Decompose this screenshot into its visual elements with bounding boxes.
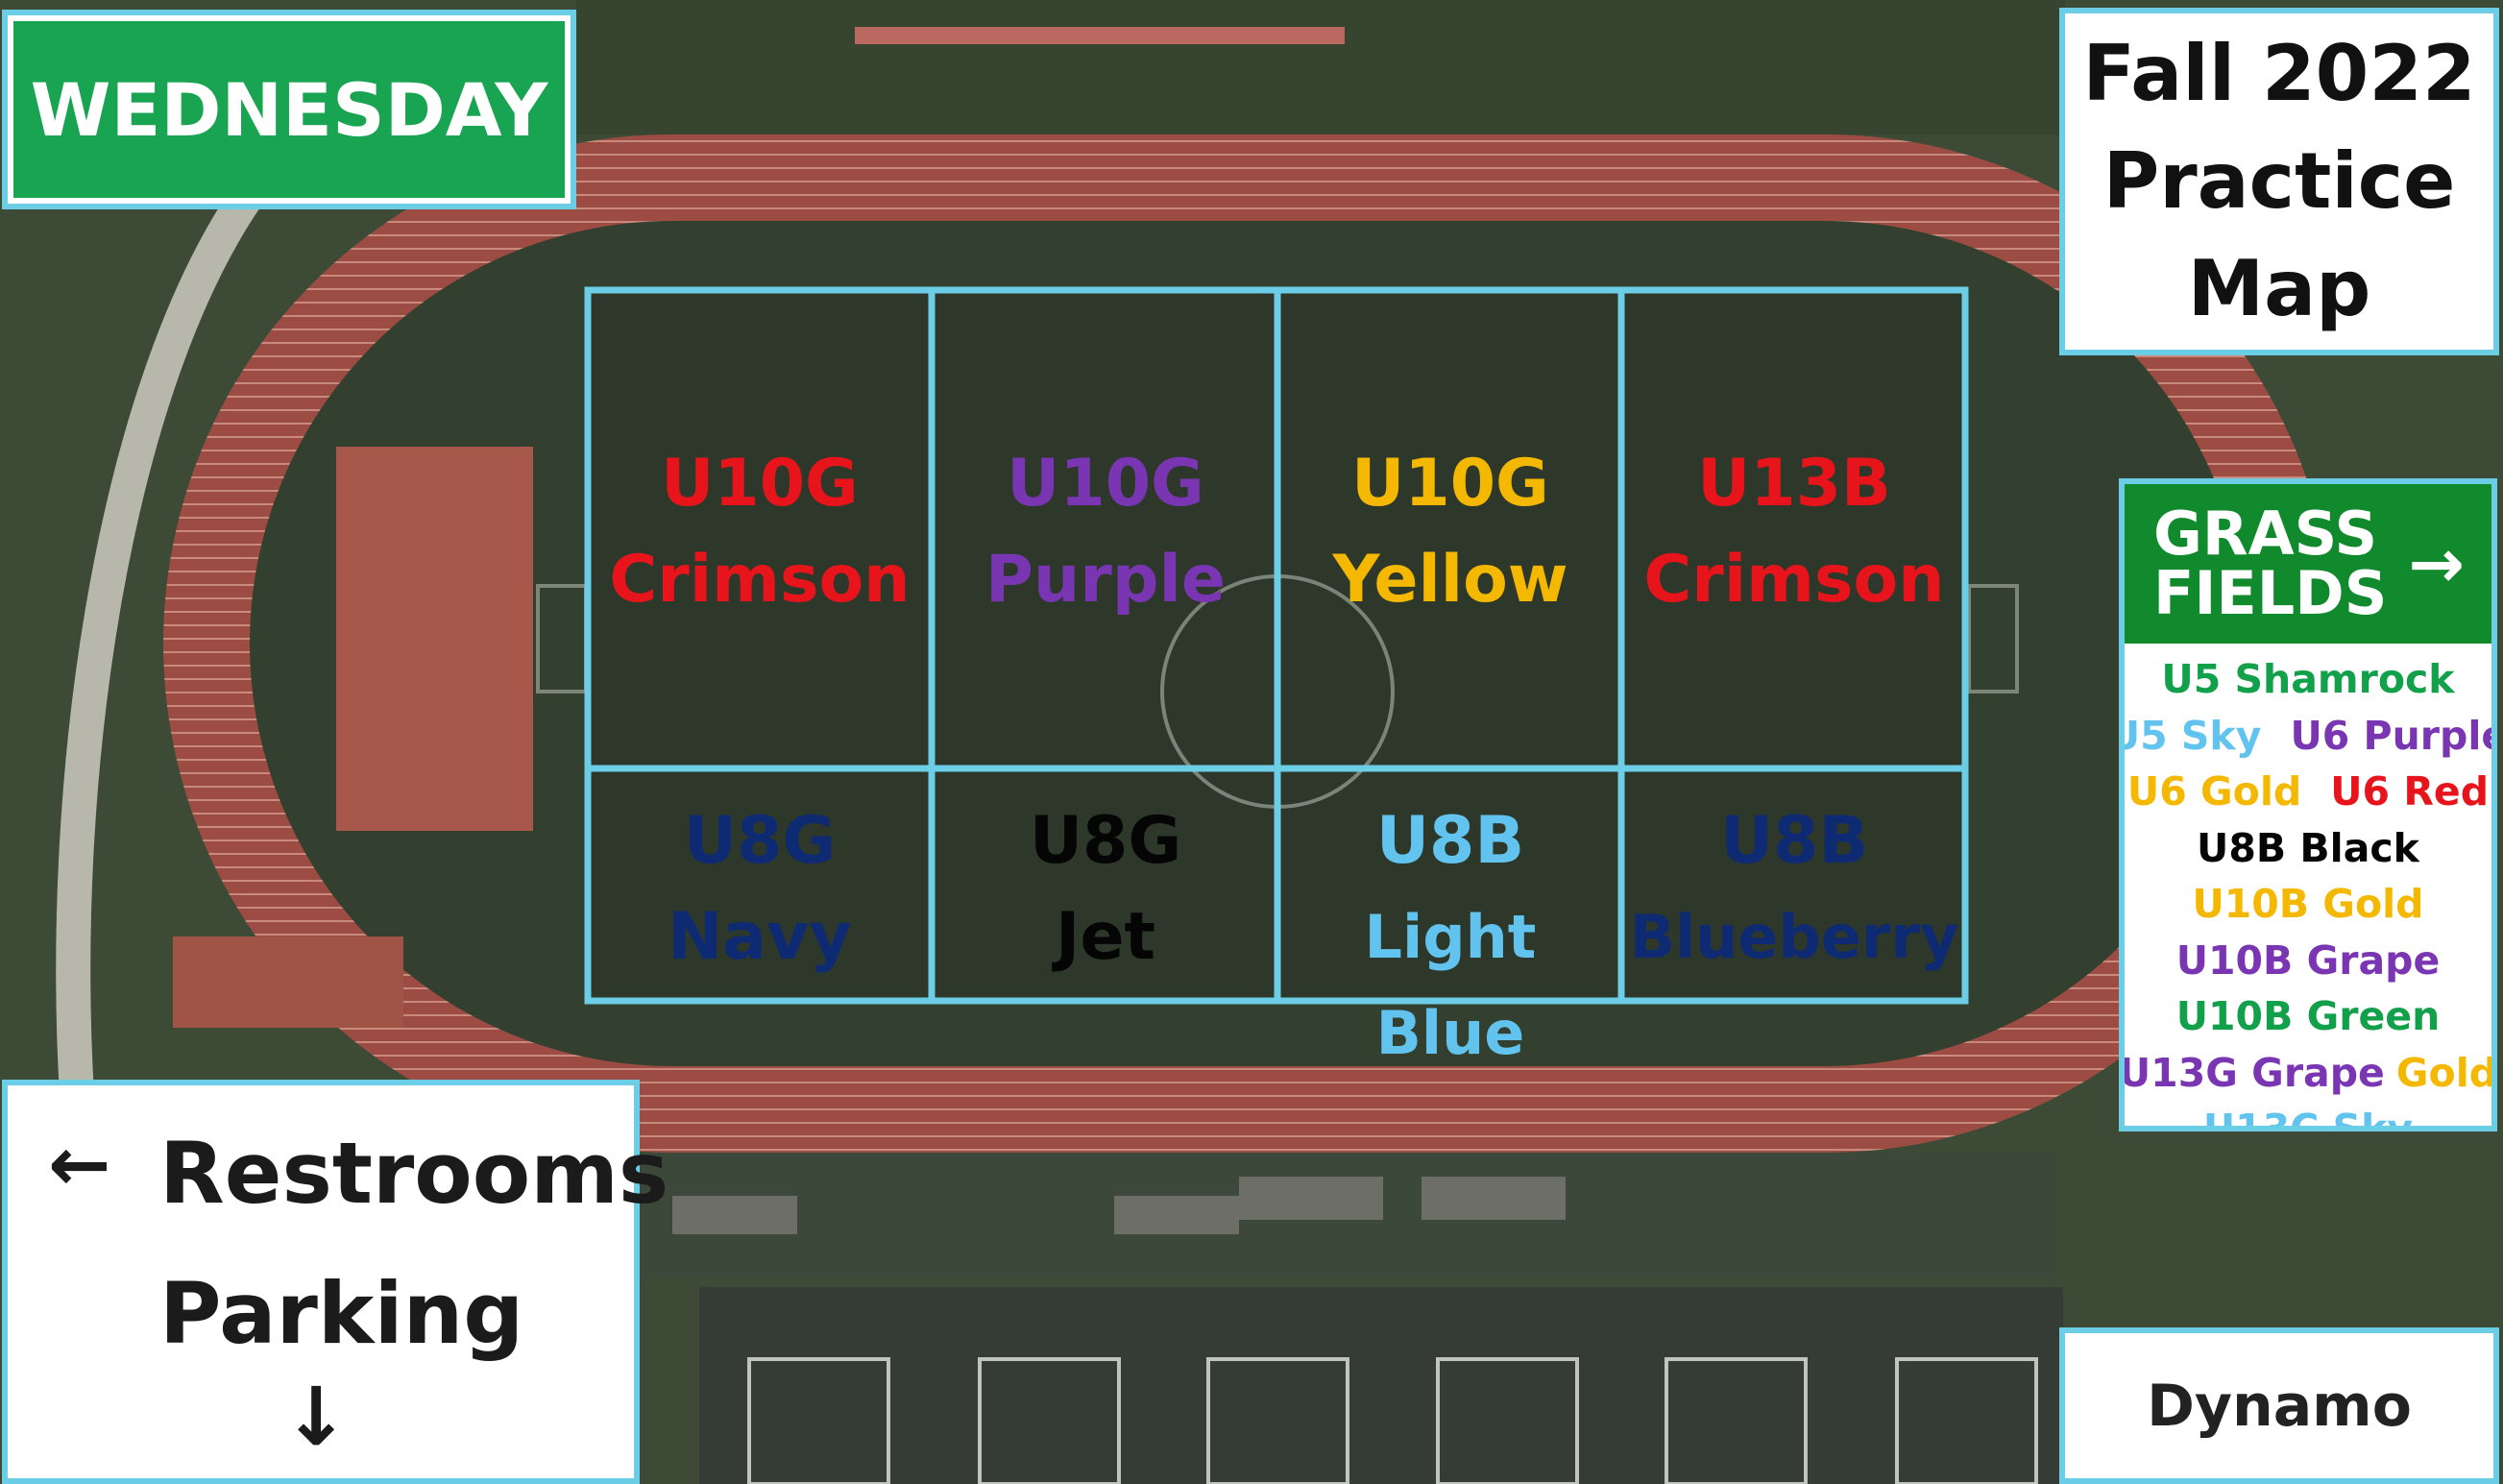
tennis-courts [699,1287,2063,1484]
zone-bottom-1: U8G Navy [592,793,928,985]
jump-runway [173,937,403,1028]
grass-north [576,0,2065,134]
bleacher [1422,1177,1566,1220]
zone-team-age: U8B [1719,803,1869,879]
zone-top-1: U10G Crimson [592,436,928,628]
zone-team-age: U10G [1007,446,1204,522]
zone-top-4: U13B Crimson [1625,436,1963,628]
zone-team-color: Crimson [609,542,911,618]
zone-team-age: U8G [1029,803,1182,879]
list-item: U13G Grape Gold [2125,1045,2491,1102]
zone-team-age: U8G [683,803,837,879]
zone-bottom-4: U8B Blueberry [1625,793,1963,985]
list-item: U5 Sky U6 Purple [2125,708,2491,765]
title-line-3: Map [2187,244,2371,333]
grass-team-list: U5 Shamrock U5 Sky U6 Purple U6 Gold U6 … [2125,647,2491,1131]
title-line-1: Fall 2022 [2082,29,2476,118]
practice-zone-grid [584,286,1969,1005]
grass-team: U13C Sky [2202,1106,2414,1131]
restrooms-parking-panel: ← Restrooms Parking ↓ [2,1080,668,1484]
list-item: U10B Green [2125,988,2491,1045]
zone-team-age: U10G [661,446,859,522]
tennis-court-lines [747,1357,2038,1484]
zone-team-color: Navy [668,899,852,975]
grass-team: U8B Black [2197,824,2419,871]
zone-team-color: Purple [985,542,1226,618]
list-item: U10B Gold [2125,876,2491,933]
walkway [56,182,264,1097]
day-label: WEDNESDAY [13,21,565,198]
zone-top-3: U10G Yellow [1281,436,1619,628]
grass-heading-line-2: FIELDS [2153,558,2388,628]
grass-team: U5 Sky [2119,712,2262,759]
day-panel: WEDNESDAY [2,10,576,209]
zone-bottom-2: U8G Jet [936,793,1275,985]
bleacher [1239,1177,1383,1220]
list-item: U8B Black [2125,820,2491,877]
grass-team: U6 Red [2330,768,2490,815]
jump-area [336,447,533,831]
grass-team: U10B Grape [2175,937,2441,984]
zone-team-color: Jet [1056,899,1155,975]
parking-label: Parking [159,1264,524,1363]
grass-team: Gold [2395,1049,2497,1096]
grass-team: U10B Green [2175,993,2441,1040]
zone-team-color: Blueberry [1629,902,1959,972]
list-item: U10B Grape [2125,933,2491,989]
dynamo-label: Dynamo [2147,1372,2412,1440]
restrooms-label: Restrooms [159,1124,669,1223]
grass-team: U6 Gold [2126,768,2302,815]
grass-heading-line-1: GRASS [2153,499,2378,569]
grass-team: U5 Shamrock [2161,656,2455,703]
top-strip [855,27,1345,44]
grass-team: U13G Grape [2119,1049,2385,1096]
down-arrow-icon: ↓ [282,1370,351,1464]
zone-team-color: Light Blue [1364,902,1537,1068]
title-panel: Fall 2022 Practice Map [2059,8,2499,355]
grass-team: U6 Purple [2290,712,2497,759]
left-arrow-icon: ← [48,1122,111,1208]
bleacher [1114,1196,1239,1234]
grass-team: U10B Gold [2192,881,2424,928]
list-item: U6 Gold U6 Red [2125,764,2491,820]
grass-fields-legend: GRASS FIELDS → U5 Shamrock U5 Sky U6 Pur… [2119,478,2497,1131]
list-item: U13C Sky [2125,1101,2491,1131]
list-item: U5 Shamrock [2125,651,2491,708]
right-arrow-icon: → [2408,524,2466,603]
zone-top-2: U10G Purple [936,436,1275,628]
grass-fields-heading: GRASS FIELDS → [2125,484,2491,647]
grass-fields-title: GRASS FIELDS [2153,504,2387,623]
zone-team-age: U13B [1697,446,1891,522]
bleacher [672,1196,797,1234]
zone-bottom-3: U8B Light Blue [1281,793,1619,1082]
zone-team-age: U8B [1375,803,1525,879]
title-line-2: Practice [2102,136,2456,226]
zone-team-color: Crimson [1643,542,1945,618]
zone-team-color: Yellow [1332,542,1568,618]
zone-team-age: U10G [1351,446,1549,522]
dynamo-panel: Dynamo [2059,1327,2499,1484]
